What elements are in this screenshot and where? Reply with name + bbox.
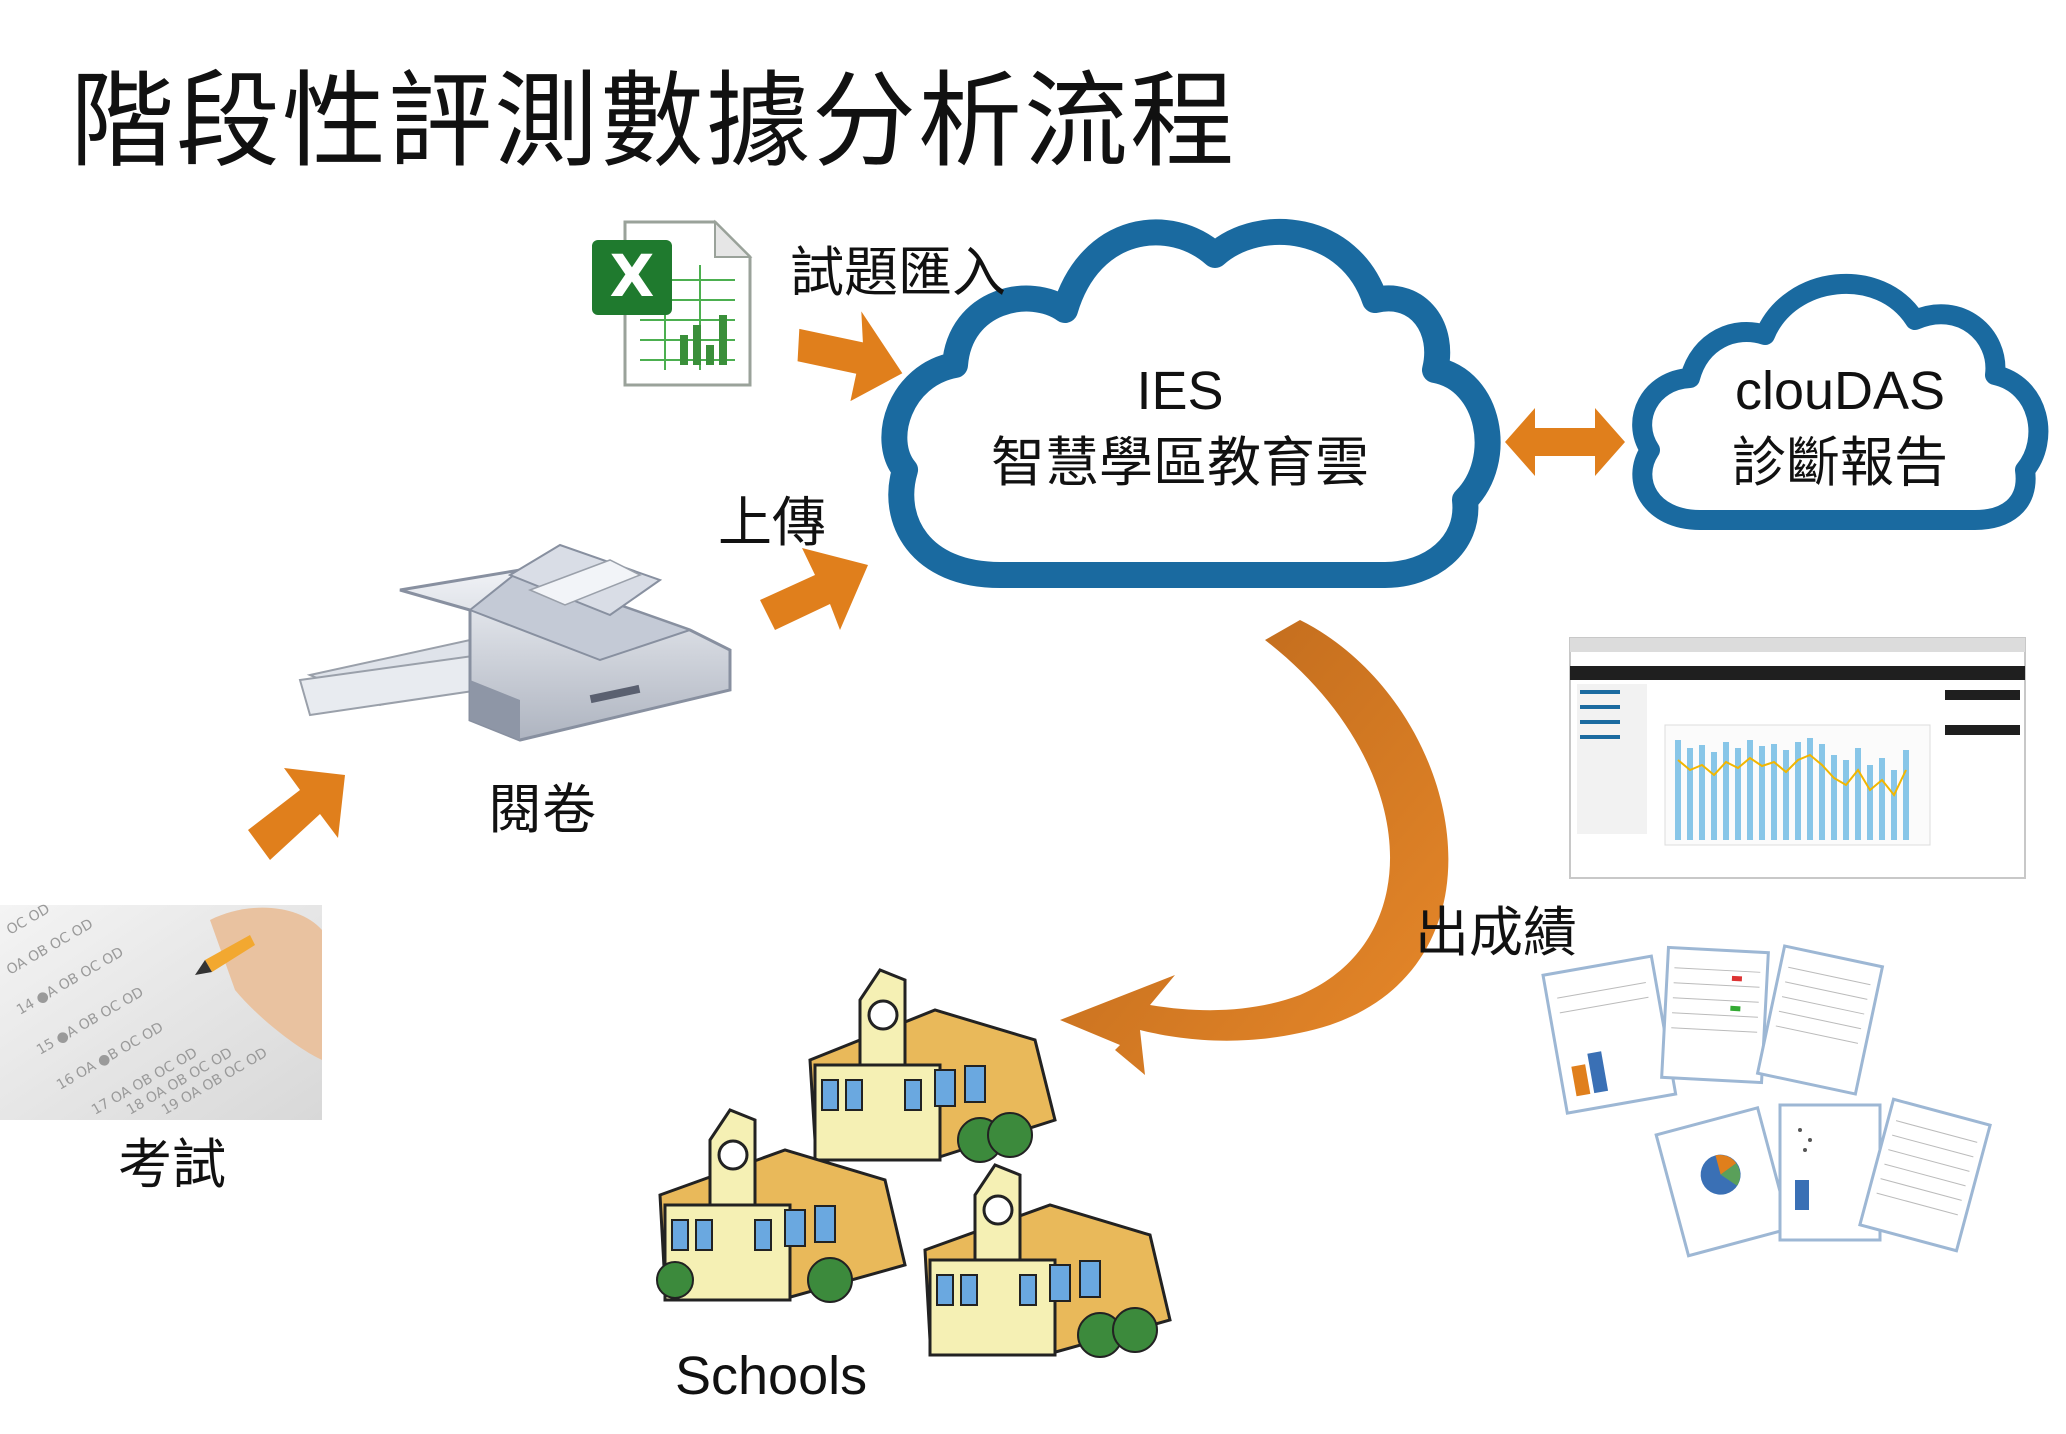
svg-text:X: X [610, 242, 655, 310]
ies-cloud-label: IES 智慧學區教育雲 [960, 355, 1400, 499]
scan-label: 閱卷 [488, 778, 596, 841]
scanner-icon [298, 543, 732, 742]
ies-cloud-subtitle: 智慧學區教育雲 [991, 433, 1369, 493]
report-screenshot-icon [1569, 637, 2026, 879]
exam-sheet-icon: OC OD OA OB OC OD 14 ●A OB OC OD 15 ●A O… [0, 901, 322, 1120]
ies-cloud-title: IES [1136, 361, 1224, 421]
upload-arrow-icon [760, 548, 868, 630]
results-arrow-icon [1060, 620, 1449, 1075]
import-arrow-icon [797, 311, 903, 402]
cloudas-cloud-subtitle: 診斷報告 [1732, 433, 1948, 493]
exam-label: 考試 [118, 1133, 226, 1196]
cloudas-cloud-title: clouDAS [1734, 361, 1946, 421]
results-label: 出成績 [1415, 901, 1577, 964]
cloudas-cloud-label: clouDAS 診斷報告 [1690, 355, 1990, 499]
report-documents-icon [1541, 944, 1992, 1258]
excel-file-icon: X [592, 219, 753, 387]
page-title: 階段性評測數據分析流程 [70, 60, 1237, 182]
upload-label: 上傳 [718, 491, 826, 554]
sync-arrow-icon [1505, 408, 1625, 476]
school-building-icon [656, 968, 1172, 1358]
import-label: 試題匯入 [790, 241, 1006, 304]
cloudas-cloud-icon [1632, 273, 2049, 530]
scan-arrow-icon [248, 768, 345, 860]
schools-label: Schools [675, 1346, 868, 1406]
ies-cloud-icon [881, 218, 1501, 588]
